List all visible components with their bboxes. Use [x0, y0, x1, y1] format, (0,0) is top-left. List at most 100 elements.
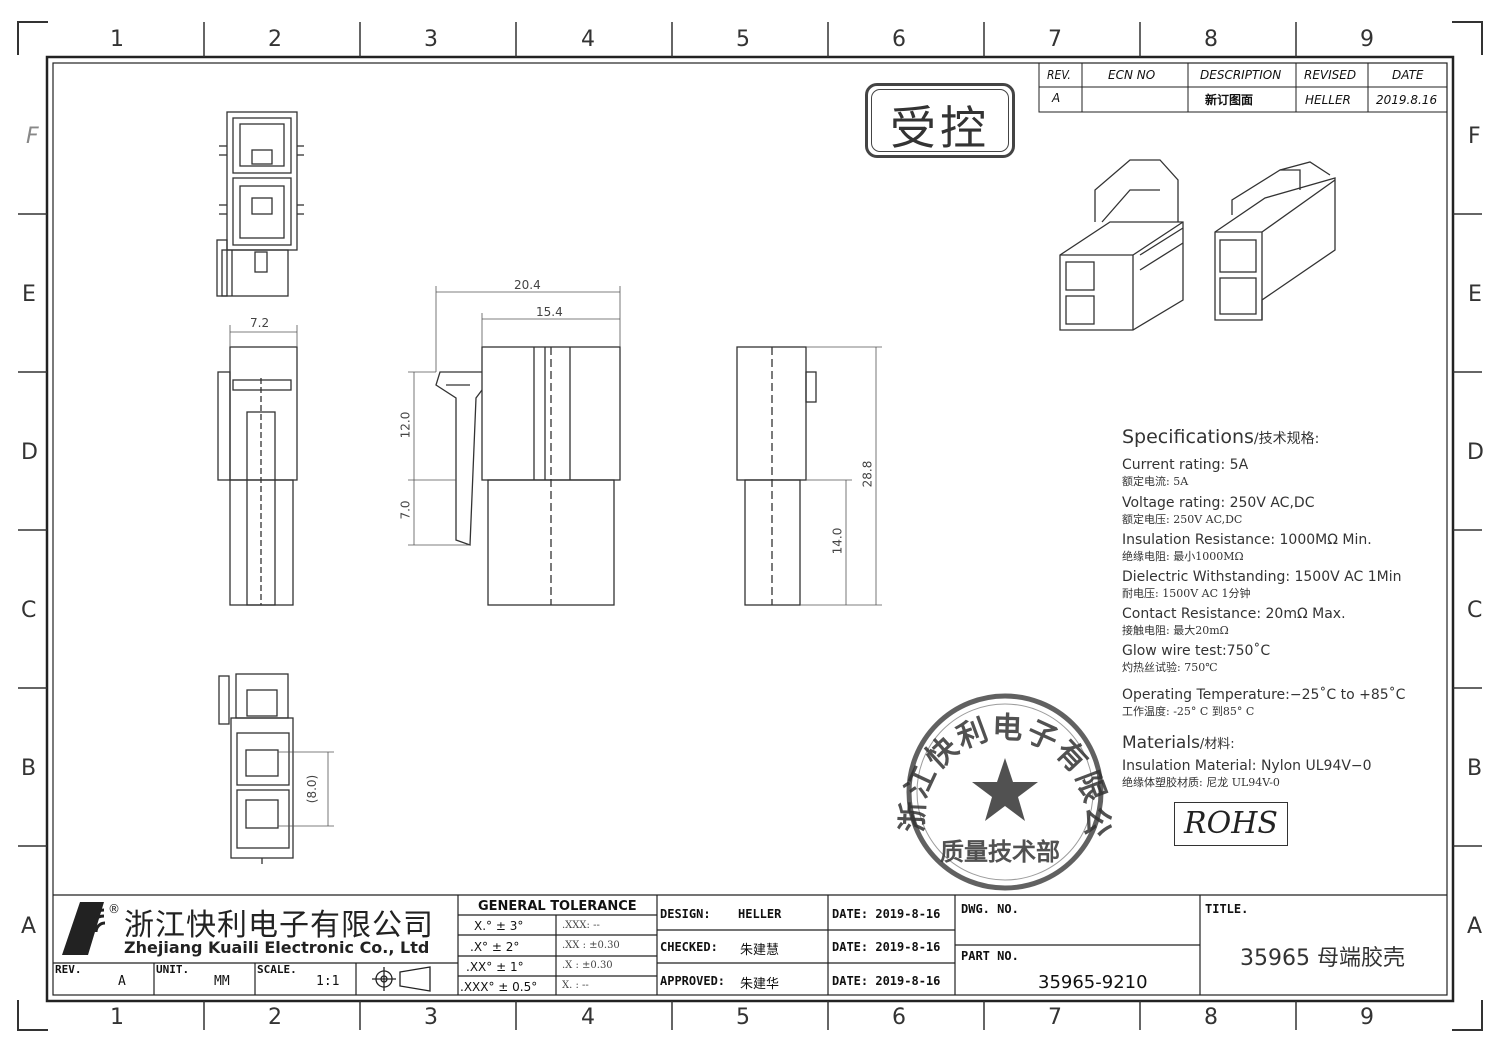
- specifications-title-cn: /技术规格:: [1253, 431, 1320, 447]
- row-label: C: [21, 598, 37, 623]
- specifications-heading: Specifications/技术规格:: [1122, 426, 1319, 448]
- spec-item: Dielectric Withstanding: 1500V AC 1Min 耐…: [1122, 569, 1401, 601]
- spec-item: Contact Resistance: 20mΩ Max. 接触电阻: 最大20…: [1122, 606, 1346, 638]
- row-label: D: [21, 440, 38, 465]
- dim-front-body-width: 15.4: [536, 305, 563, 319]
- spec-item-sub: 绝缘电阻: 最小1000MΩ: [1122, 550, 1244, 563]
- tolerance-linear: .XXX: --: [562, 920, 600, 931]
- materials-title-cn: /材料:: [1199, 737, 1235, 752]
- rev-table-cell: HELLER: [1305, 93, 1351, 107]
- tolerance-angle: X.° ± 3°: [474, 919, 524, 933]
- column-label: 3: [424, 27, 438, 52]
- row-label: C: [1467, 598, 1483, 623]
- checked-value: 朱建慧: [740, 943, 780, 958]
- column-label: 1: [110, 1005, 124, 1030]
- dim-front-total-width: 20.4: [514, 278, 541, 292]
- specifications-title: Specifications: [1122, 426, 1254, 448]
- spec-item-sub: 额定电压: 250V AC,DC: [1122, 513, 1243, 526]
- column-label: 2: [268, 1005, 282, 1030]
- approved-value: 朱建华: [740, 977, 780, 992]
- dim-bottom-pitch: (8.0): [305, 774, 320, 804]
- tolerance-linear: .X : ±0.30: [562, 960, 613, 971]
- scale-value: 1:1: [316, 974, 340, 989]
- title-label: TITLE.: [1205, 902, 1249, 916]
- design-value: HELLER: [738, 907, 782, 921]
- tolerance-angle: .X° ± 2°: [470, 940, 520, 954]
- column-label: 8: [1204, 27, 1218, 52]
- column-label: 3: [424, 1005, 438, 1030]
- row-label: E: [22, 282, 36, 307]
- tolerance-linear: .XX : ±0.30: [562, 940, 620, 951]
- checked-date: DATE: 2019-8-16: [832, 940, 941, 954]
- company-name-cn: 浙江快利电子有限公司: [124, 908, 434, 943]
- column-label: 6: [892, 1005, 906, 1030]
- spec-item-main: Voltage rating: 250V AC,DC: [1122, 495, 1315, 511]
- tolerance-angle: .XX° ± 1°: [466, 960, 524, 974]
- rev-value: A: [118, 974, 126, 989]
- tolerance-heading: GENERAL TOLERANCE: [478, 899, 637, 914]
- column-label: 7: [1048, 1005, 1062, 1030]
- design-date: DATE: 2019-8-16: [832, 907, 941, 921]
- part-value: 35965-9210: [1038, 972, 1148, 993]
- row-label: B: [21, 756, 37, 781]
- controlled-stamp-text: 受控: [890, 101, 990, 155]
- column-label: 9: [1360, 1005, 1374, 1030]
- title-value: 35965 母端胶壳: [1240, 946, 1405, 971]
- column-label: 6: [892, 27, 906, 52]
- row-label: E: [1468, 282, 1482, 307]
- unit-label: UNIT.: [156, 963, 190, 976]
- dim-front-upper-height: 12.0: [398, 411, 413, 439]
- rev-label: REV.: [55, 963, 82, 976]
- row-label: A: [1467, 914, 1483, 939]
- spec-item-main: Dielectric Withstanding: 1500V AC 1Min: [1122, 569, 1402, 585]
- spec-item-main: Glow wire test:750˚C: [1122, 643, 1271, 659]
- rohs-badge: ROHS: [1174, 802, 1288, 846]
- rev-table-cell: A: [1052, 91, 1061, 105]
- unit-value: MM: [214, 974, 230, 989]
- rev-table-header: DESCRIPTION: [1200, 68, 1282, 82]
- column-label: 4: [581, 27, 595, 52]
- materials-heading: Materials/材料:: [1122, 733, 1235, 753]
- approved-label: APPROVED:: [660, 974, 726, 988]
- dim-side-lower-height: 14.0: [830, 527, 845, 555]
- scale-label: SCALE.: [257, 963, 297, 976]
- row-label: F: [1468, 124, 1481, 149]
- rev-table-cell: 2019.8.16: [1376, 93, 1438, 107]
- column-label: 5: [736, 27, 750, 52]
- spec-item: Voltage rating: 250V AC,DC 额定电压: 250V AC…: [1122, 495, 1314, 527]
- spec-item: Operating Temperature:−25˚C to +85˚C 工作温…: [1122, 687, 1405, 719]
- rev-table-header: REV.: [1047, 68, 1071, 82]
- column-label: 1: [110, 27, 124, 52]
- dim-side-width: 7.2: [250, 316, 270, 330]
- dwg-label: DWG. NO.: [961, 902, 1019, 916]
- spec-item-main: Operating Temperature:−25˚C to +85˚C: [1122, 687, 1406, 703]
- column-label: 4: [581, 1005, 595, 1030]
- controlled-stamp: 受控: [865, 83, 1015, 158]
- spec-item: Glow wire test:750˚C 灼热丝试验: 750℃: [1122, 643, 1270, 675]
- design-label: DESIGN:: [660, 907, 711, 921]
- row-label: D: [1467, 440, 1484, 465]
- row-label: A: [21, 914, 37, 939]
- approved-date: DATE: 2019-8-16: [832, 974, 941, 988]
- column-label: 5: [736, 1005, 750, 1030]
- spec-item-sub: 额定电流: 5A: [1122, 475, 1189, 488]
- rev-table-header: REVISED: [1304, 68, 1357, 82]
- checked-label: CHECKED:: [660, 940, 718, 954]
- registered-mark: ®: [108, 902, 120, 916]
- spec-item-sub: 接触电阻: 最大20mΩ: [1122, 624, 1229, 637]
- column-label: 2: [268, 27, 282, 52]
- spec-item-sub: 灼热丝试验: 750℃: [1122, 661, 1218, 674]
- materials-title: Materials: [1122, 733, 1200, 753]
- part-label: PART NO.: [961, 949, 1019, 963]
- rohs-label: ROHS: [1184, 806, 1278, 841]
- spec-item-main: Insulation Resistance: 1000MΩ Min.: [1122, 532, 1372, 548]
- tolerance-angle: .XXX° ± 0.5°: [460, 980, 538, 994]
- dim-front-lower-height: 7.0: [398, 500, 413, 520]
- rev-table-header: DATE: [1392, 68, 1424, 82]
- company-name-en: Zhejiang Kuaili Electronic Co., Ltd: [124, 938, 430, 957]
- materials-main: Insulation Material: Nylon UL94V−0: [1122, 758, 1372, 774]
- spec-item-main: Contact Resistance: 20mΩ Max.: [1122, 606, 1346, 622]
- materials-sub: 绝缘体塑胶材质: 尼龙 UL94V-0: [1122, 776, 1280, 789]
- spec-item-sub: 工作温度: -25° C 到85° C: [1122, 705, 1255, 718]
